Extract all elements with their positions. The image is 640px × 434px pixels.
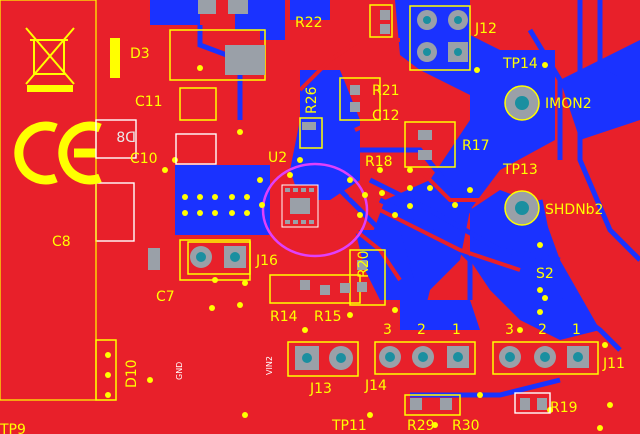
label-r14: R14 (270, 309, 298, 325)
label-j14-pin1: 1 (452, 322, 461, 338)
label-j11-pin2: 2 (538, 322, 547, 338)
u2-selection-highlight (261, 162, 369, 258)
connector-j13[interactable] (287, 341, 359, 377)
label-c10: C10 (130, 151, 158, 167)
label-d3: D3 (130, 46, 150, 62)
d3-polarity-bar (110, 38, 120, 78)
s2-switch[interactable] (537, 287, 543, 315)
connector-top[interactable] (198, 0, 248, 14)
label-tp9: TP9 (0, 422, 26, 434)
label-r17: R17 (462, 138, 490, 154)
connector-j14[interactable] (374, 341, 476, 375)
connector-j16[interactable] (187, 241, 251, 275)
label-j12: J12 (474, 21, 497, 37)
label-c8: C8 (52, 234, 71, 250)
label-tp13: TP13 (502, 162, 538, 178)
label-j13: J13 (309, 381, 332, 397)
label-j14-pin2: 2 (417, 322, 426, 338)
testpoint-tp13[interactable] (504, 190, 540, 226)
label-r15: R15 (314, 309, 342, 325)
label-vin2: VIN2 (265, 356, 274, 375)
label-r26: R26 (304, 86, 320, 114)
label-c11: C11 (135, 94, 163, 110)
label-imon2: IMON2 (545, 96, 592, 112)
label-j14-pin3: 3 (383, 322, 392, 338)
label-tp14: TP14 (502, 56, 538, 72)
d8-outline (95, 119, 137, 159)
top-traces (298, 38, 521, 282)
vias (105, 62, 613, 431)
label-j16: J16 (255, 253, 278, 269)
label-shdnb2: SHDNb2 (545, 202, 603, 218)
label-j11: J11 (602, 356, 625, 372)
label-r18: R18 (365, 154, 393, 170)
label-j14: J14 (364, 378, 387, 394)
smd-pads (148, 10, 547, 410)
label-tp11: TP11 (331, 418, 367, 434)
label-r30: R30 (452, 418, 480, 434)
label-c12: C12 (372, 108, 400, 124)
ce-mark-icon (14, 121, 102, 185)
label-u2: U2 (268, 150, 287, 166)
testpoint-tp14[interactable] (504, 85, 540, 121)
label-r21: R21 (372, 83, 400, 99)
label-j11-pin1: 1 (572, 322, 581, 338)
label-j11-pin3: 3 (505, 322, 514, 338)
weee-bin-icon (25, 27, 75, 92)
connector-j11[interactable] (492, 341, 599, 375)
label-r19: R19 (550, 400, 578, 416)
label-gnd: GND (175, 362, 184, 380)
label-d10: D10 (124, 359, 140, 388)
silkscreen-labels: D3 C11 C10 D8 C8 C7 D10 TP9 R22 J12 TP14… (0, 15, 625, 434)
u2-footprint[interactable] (281, 184, 319, 228)
label-c7: C7 (156, 289, 175, 305)
d10-outline (95, 339, 117, 401)
label-r20: R20 (356, 250, 372, 278)
label-r29: R29 (407, 418, 435, 434)
label-d8: D8 (116, 130, 136, 146)
label-r22: R22 (295, 15, 323, 31)
connector-j12[interactable] (409, 5, 471, 71)
label-s2: S2 (536, 266, 554, 282)
bottom-traces (197, 0, 640, 398)
